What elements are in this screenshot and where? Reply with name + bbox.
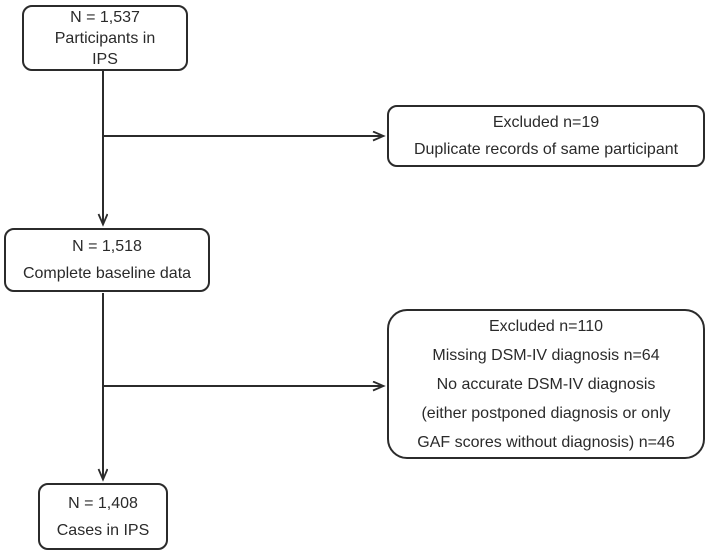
box-complete-baseline-data: N = 1,518 Complete baseline data: [4, 228, 210, 292]
box-line: (either postponed diagnosis or only: [421, 404, 671, 422]
box-line: Cases in IPS: [56, 521, 150, 539]
box-excluded-duplicates: Excluded n=19 Duplicate records of same …: [387, 105, 705, 167]
box-line: N = 1,408: [68, 494, 138, 512]
box-line: Excluded n=110: [488, 317, 603, 335]
box-line: Duplicate records of same participant: [413, 141, 679, 158]
box-line: N = 1,518: [72, 238, 142, 255]
box-line: Participants in: [54, 29, 156, 47]
box-cases-in-ips: N = 1,408 Cases in IPS: [38, 483, 168, 550]
box-line: No accurate DSM-IV diagnosis: [436, 375, 656, 393]
box-line: Complete baseline data: [22, 265, 192, 282]
box-line: Excluded n=19: [492, 114, 600, 131]
box-line: IPS: [92, 50, 118, 68]
box-line: N = 1,537: [70, 8, 140, 26]
box-participants-in-ips: N = 1,537 Participants in IPS: [22, 5, 188, 71]
box-excluded-diagnosis: Excluded n=110 Missing DSM-IV diagnosis …: [387, 309, 705, 459]
box-line: GAF scores without diagnosis) n=46: [417, 433, 675, 451]
box-line: Missing DSM-IV diagnosis n=64: [432, 346, 660, 364]
